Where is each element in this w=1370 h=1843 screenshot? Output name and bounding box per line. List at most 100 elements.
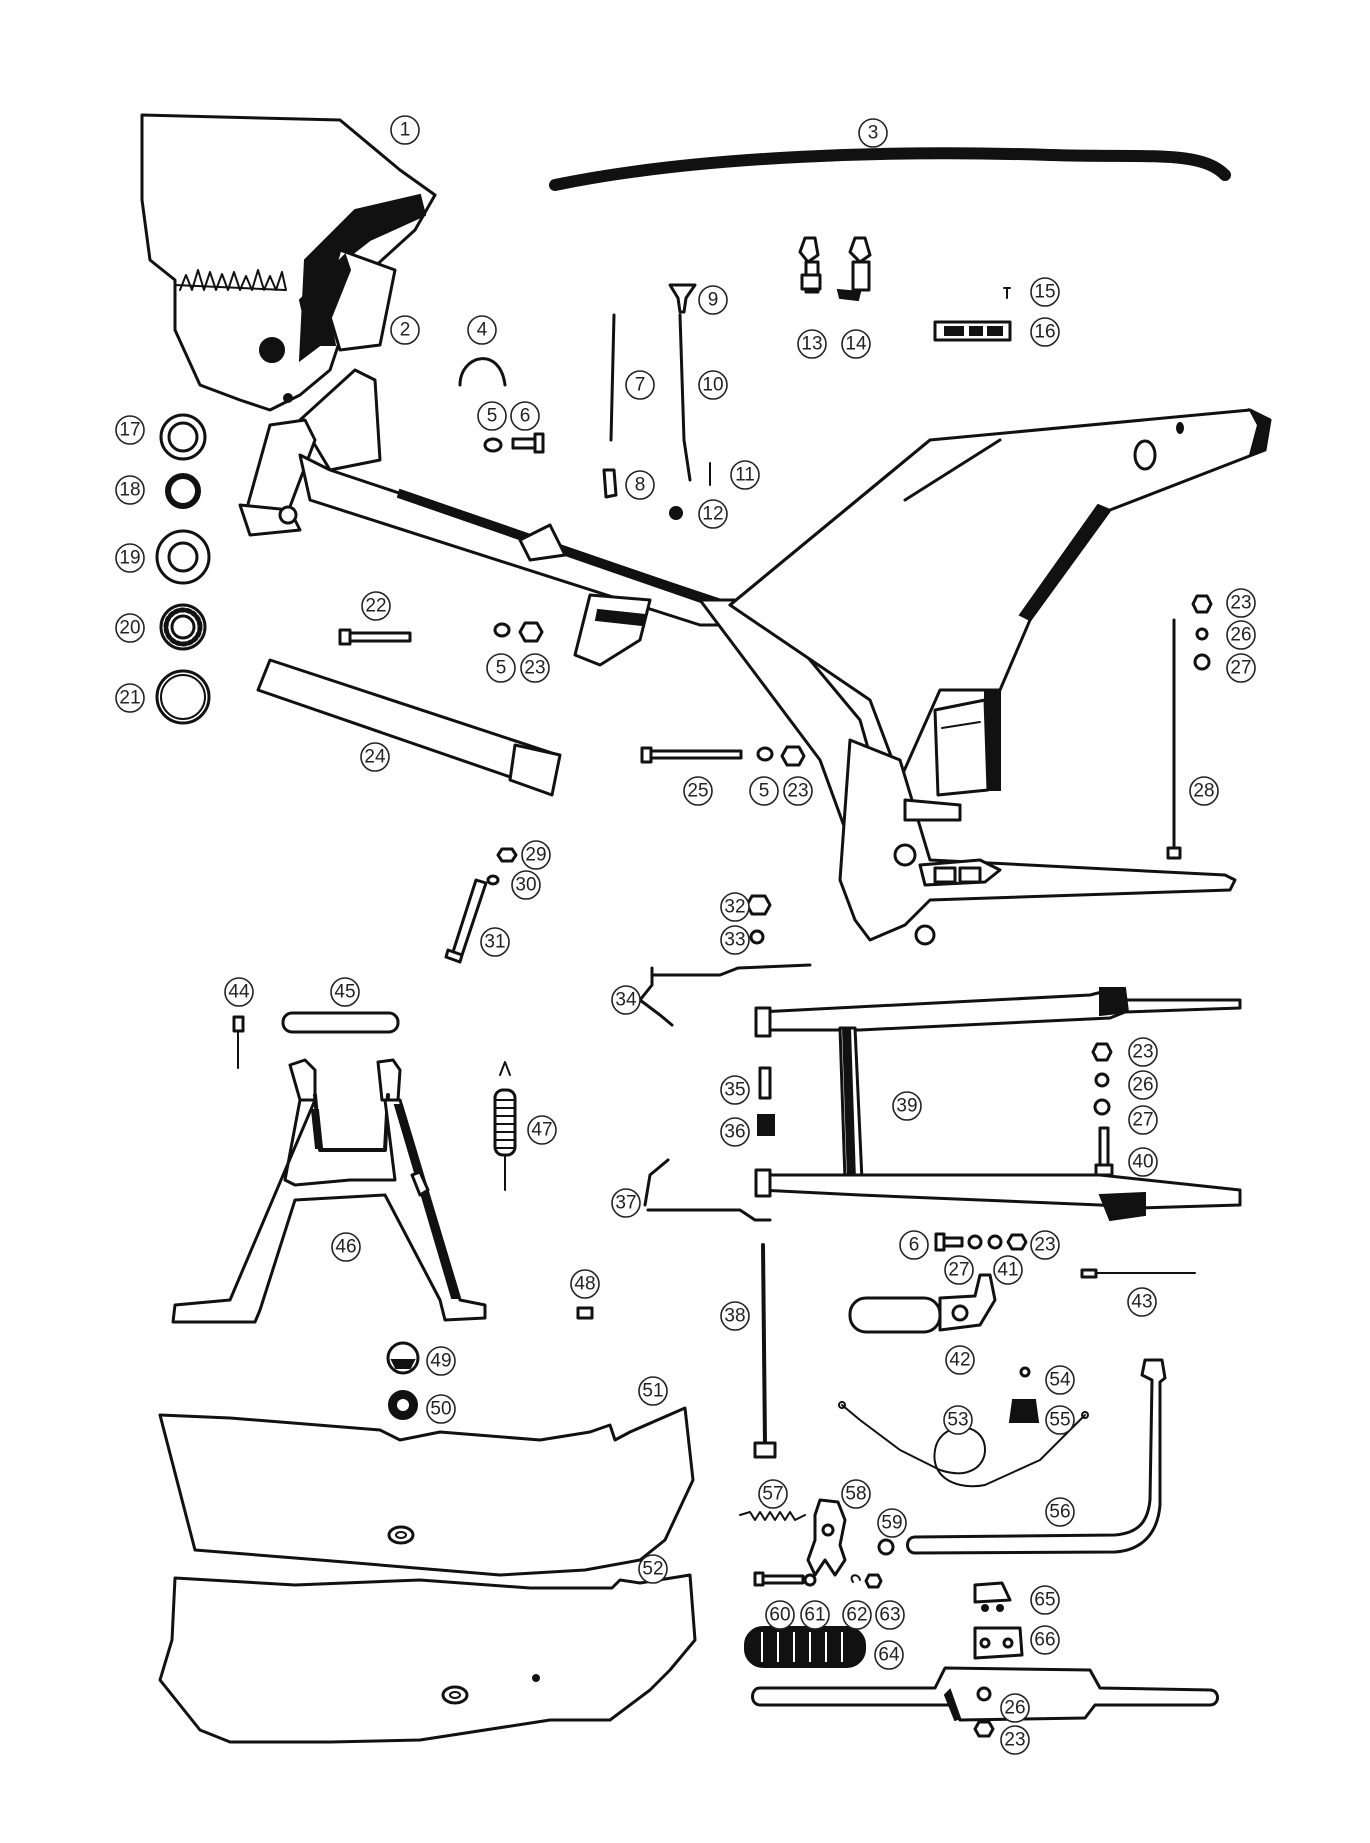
part-62-circlip [850,1574,861,1583]
part-27-washer [967,1234,983,1250]
svg-text:4: 4 [477,320,488,341]
svg-text:51: 51 [642,1381,663,1402]
svg-text:20: 20 [119,618,140,639]
callout-15: 15 [1030,277,1060,307]
part-47-spring [493,1061,517,1191]
svg-text:13: 13 [801,334,822,355]
callout-10: 10 [698,370,728,400]
svg-text:54: 54 [1049,1370,1071,1391]
callout-13: 13 [797,329,827,359]
callout-23: 23 [1000,1725,1030,1755]
callout-49: 49 [426,1346,456,1376]
svg-text:5: 5 [487,406,498,427]
callout-5: 5 [486,653,516,683]
svg-text:52: 52 [642,1559,663,1580]
svg-text:26: 26 [1132,1075,1153,1096]
svg-text:48: 48 [574,1274,595,1295]
callout-63: 63 [875,1600,905,1630]
callout-7: 7 [625,370,655,400]
svg-text:25: 25 [687,781,708,802]
svg-text:37: 37 [615,1193,636,1214]
part-26-lockwasher [1094,1072,1110,1088]
part-57-spring [739,1511,806,1521]
svg-text:65: 65 [1034,1590,1055,1611]
part-1-front-shield [140,113,437,412]
frame-main [238,368,1272,946]
part-48-grub-screw [576,1306,594,1320]
svg-text:6: 6 [520,406,531,427]
part-66-bracket [973,1626,1024,1660]
part-39-swing-arm [754,987,1242,1222]
part-5-washer [493,622,511,638]
callout-6: 6 [899,1230,929,1260]
callout-19: 19 [115,543,145,573]
part-23-nut [1191,594,1213,614]
svg-text:49: 49 [430,1351,451,1372]
part-23-nut [973,1720,995,1738]
part-17-ring [159,413,207,461]
callout-27: 27 [1128,1105,1158,1135]
svg-text:23: 23 [787,781,808,802]
callout-46: 46 [331,1232,361,1262]
part-28-bolt [1166,618,1182,860]
part-63-nut [864,1573,883,1589]
svg-text:38: 38 [724,1306,745,1327]
svg-text:27: 27 [1132,1110,1153,1131]
svg-text:29: 29 [525,845,546,866]
callout-57: 57 [758,1479,788,1509]
svg-text:62: 62 [846,1605,867,1626]
svg-text:61: 61 [804,1605,825,1626]
part-8-stud [602,468,618,499]
callout-31: 31 [480,927,510,957]
callout-22: 22 [361,591,391,621]
part-20-bearing [159,603,207,651]
part-44-pin [232,1015,245,1069]
part-16-plate [933,320,1012,342]
part-6-screw [511,432,545,454]
callout-38: 38 [720,1301,750,1331]
part-37-bracket [643,1158,772,1222]
svg-text:1: 1 [400,120,411,141]
callout-4: 4 [467,315,497,345]
part-35-pin [758,1066,772,1100]
part-13-lock [798,236,822,294]
svg-text:60: 60 [769,1605,790,1626]
callout-66: 66 [1030,1625,1060,1655]
callout-5: 5 [749,776,779,806]
part-21-race [155,669,211,725]
callout-21: 21 [115,683,145,713]
svg-text:50: 50 [430,1399,451,1420]
part-29-nut [496,847,518,863]
callout-30: 30 [511,870,541,900]
callout-50: 50 [426,1394,456,1424]
svg-text:11: 11 [735,465,755,486]
callout-61: 61 [800,1600,830,1630]
part-41-washer [987,1234,1003,1250]
part-22-bolt [338,628,412,646]
callout-12: 12 [698,499,728,529]
part-43-pin [1080,1268,1196,1279]
part-36-bush [757,1114,775,1136]
part-23-nut [1091,1042,1113,1062]
svg-text:63: 63 [879,1605,900,1626]
callout-27: 27 [944,1255,974,1285]
svg-text:18: 18 [119,480,140,501]
svg-text:26: 26 [1004,1698,1025,1719]
part-19-cup [155,529,211,585]
callout-60: 60 [765,1600,795,1630]
svg-text:23: 23 [1004,1730,1025,1751]
callout-layer: 1 2 3 4 5 6 7 8 9 10 11 12 13 14 15 16 1… [115,115,1256,1755]
svg-text:53: 53 [947,1410,968,1431]
part-56-brake-rod [906,1358,1167,1555]
callout-23: 23 [1128,1037,1158,1067]
part-42-footrest [848,1273,997,1334]
part-46-stand [171,1058,487,1324]
svg-text:39: 39 [896,1096,917,1117]
part-52-lower-panel [158,1573,697,1744]
part-64-footrest-rubber [744,1626,866,1668]
svg-text:31: 31 [484,932,505,953]
part-14-lock [836,236,872,302]
part-23-nut [780,745,806,767]
svg-text:47: 47 [531,1120,552,1141]
part-15-rivet [1003,287,1011,299]
